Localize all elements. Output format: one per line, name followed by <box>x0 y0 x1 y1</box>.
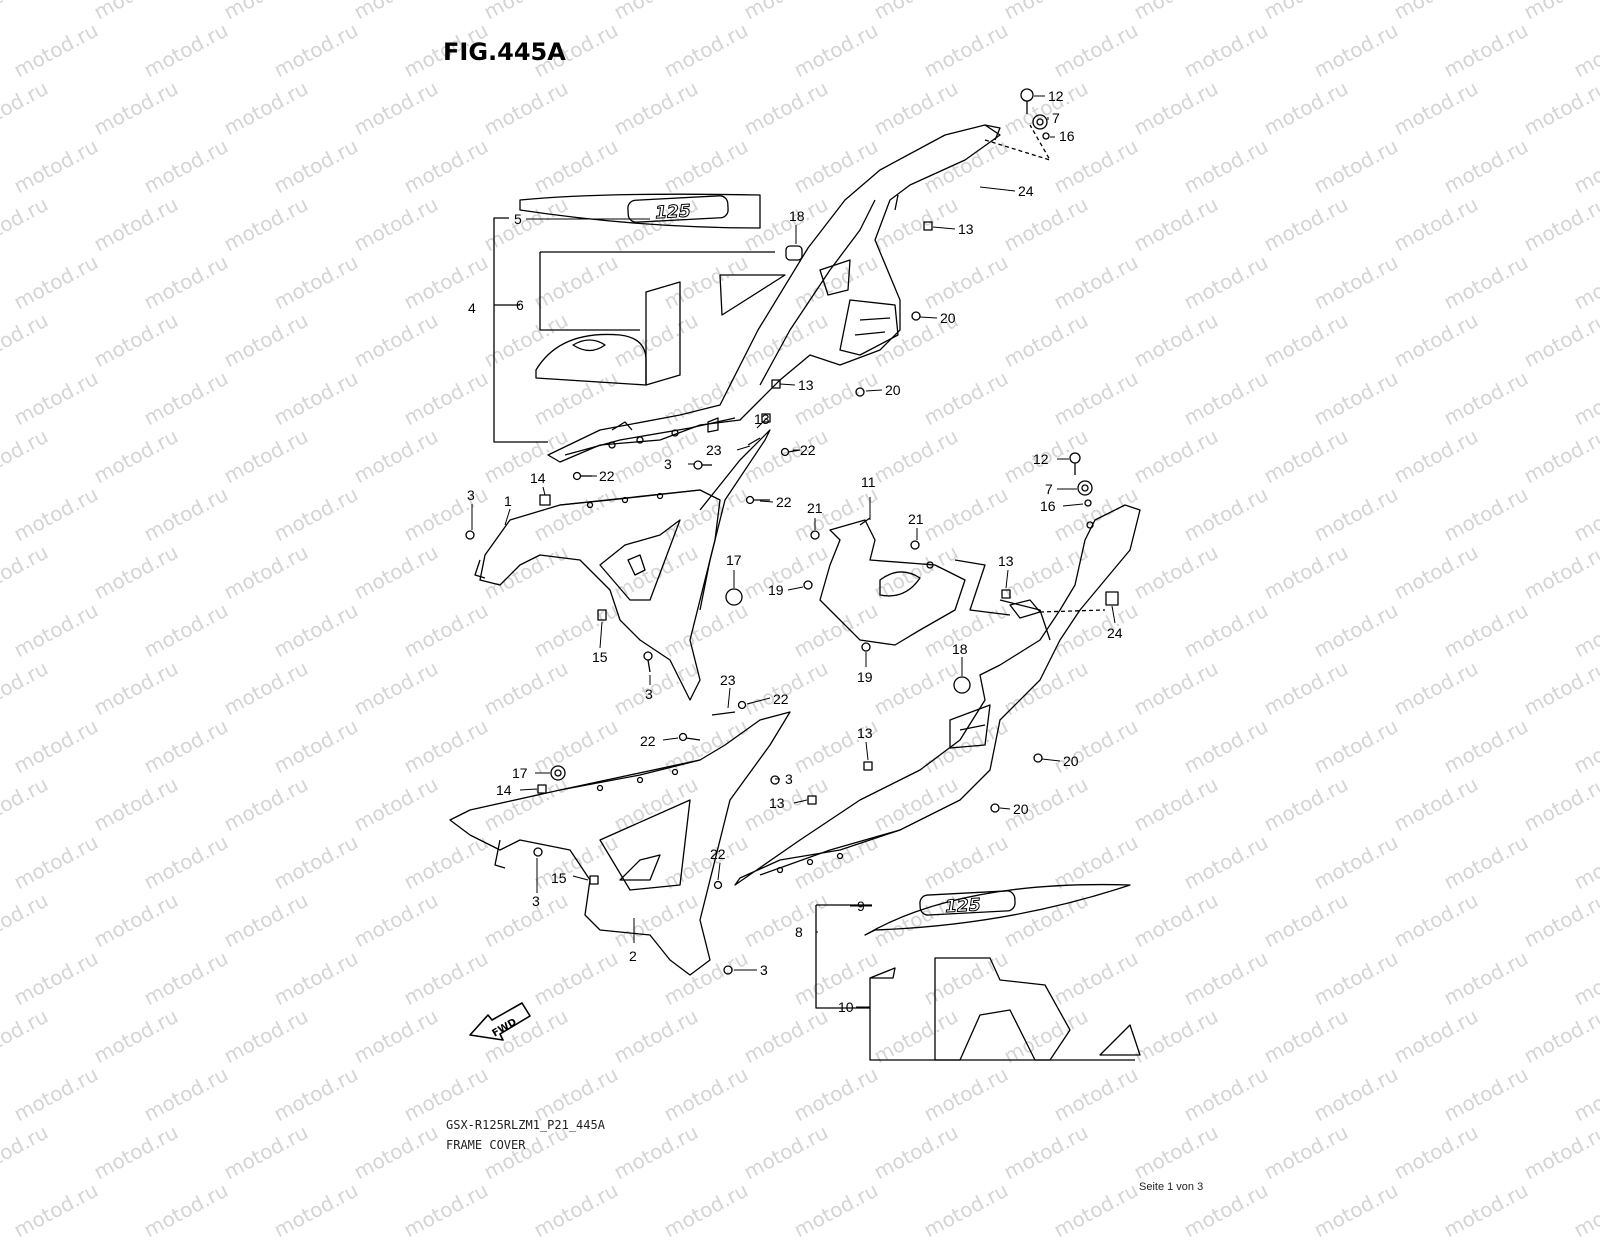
parts-diagram: 12 7 16 24 13 5 18 4 6 20 20 13 13 23 22… <box>449 88 1141 1061</box>
callout-17: 17 <box>726 552 742 568</box>
callout-5: 5 <box>514 211 522 227</box>
lower-decal-label: 125 <box>945 895 981 917</box>
callout-17: 17 <box>512 765 528 781</box>
inner-cover-drawing <box>819 517 1011 646</box>
callout-21: 21 <box>908 511 924 527</box>
callout-20: 20 <box>1063 753 1079 769</box>
callout-3: 3 <box>760 962 768 978</box>
callout-20: 20 <box>940 310 956 326</box>
callout-14: 14 <box>530 470 546 486</box>
callout-1: 1 <box>504 493 512 509</box>
callout-20: 20 <box>1013 801 1029 817</box>
callout-12: 12 <box>1033 451 1049 467</box>
callout-labels: 12 7 16 24 13 5 18 4 6 20 20 13 13 23 22… <box>467 88 1123 1015</box>
callout-7: 7 <box>1052 110 1060 126</box>
leader-lines <box>471 95 1116 1008</box>
callout-2: 2 <box>629 948 637 964</box>
callout-15: 15 <box>592 649 608 665</box>
callout-21: 21 <box>807 500 823 516</box>
front-cover-drawing <box>474 429 771 701</box>
upper-rear-cover-drawing <box>547 124 1051 463</box>
callout-19: 19 <box>857 669 873 685</box>
model-code: GSX-R125RLZM1_P21_445A <box>446 1118 605 1132</box>
figure-caption: FRAME COVER <box>446 1138 526 1152</box>
callout-22: 22 <box>599 468 615 484</box>
callout-3: 3 <box>532 893 540 909</box>
callout-22: 22 <box>710 846 726 862</box>
callout-13: 13 <box>798 377 814 393</box>
callout-24: 24 <box>1018 183 1034 199</box>
callout-3: 3 <box>785 771 793 787</box>
callout-16: 16 <box>1059 128 1075 144</box>
page-indicator: Seite 1 von 3 <box>1139 1181 1204 1193</box>
callout-8: 8 <box>795 924 803 940</box>
callout-18: 18 <box>952 641 968 657</box>
callout-22: 22 <box>776 494 792 510</box>
callout-3: 3 <box>645 686 653 702</box>
lower-rear-cover-drawing <box>734 504 1141 886</box>
callout-23: 23 <box>706 442 722 458</box>
callout-6: 6 <box>516 297 524 313</box>
lower-front-cover-drawing <box>449 711 791 976</box>
callout-14: 14 <box>496 782 512 798</box>
callout-12: 12 <box>1048 88 1064 104</box>
callout-18: 18 <box>789 208 805 224</box>
fwd-arrow-icon <box>469 1002 531 1041</box>
lower-decal-set-drawing <box>815 883 1141 1061</box>
upper-decal-label: 125 <box>655 201 691 223</box>
callout-13: 13 <box>958 221 974 237</box>
callout-19: 19 <box>768 582 784 598</box>
callout-20: 20 <box>885 382 901 398</box>
callout-15: 15 <box>551 870 567 886</box>
callout-22: 22 <box>773 691 789 707</box>
callout-22: 22 <box>640 733 656 749</box>
fasteners-drawing <box>465 88 1119 975</box>
callout-4: 4 <box>468 300 476 316</box>
callout-13: 13 <box>769 795 785 811</box>
callout-7: 7 <box>1045 481 1053 497</box>
callout-3: 3 <box>467 487 475 503</box>
callout-22: 22 <box>800 442 816 458</box>
callout-11: 11 <box>861 474 876 490</box>
callout-13: 13 <box>998 553 1014 569</box>
upper-decal-set-drawing <box>493 193 786 443</box>
callout-13: 13 <box>857 725 873 741</box>
callout-10: 10 <box>838 999 854 1015</box>
callout-23: 23 <box>720 672 736 688</box>
figure-title: FIG.445A <box>443 38 566 66</box>
callout-24: 24 <box>1107 625 1123 641</box>
callout-9: 9 <box>857 898 865 914</box>
callout-16: 16 <box>1040 498 1056 514</box>
callout-3: 3 <box>664 456 672 472</box>
callout-13: 13 <box>754 411 770 427</box>
